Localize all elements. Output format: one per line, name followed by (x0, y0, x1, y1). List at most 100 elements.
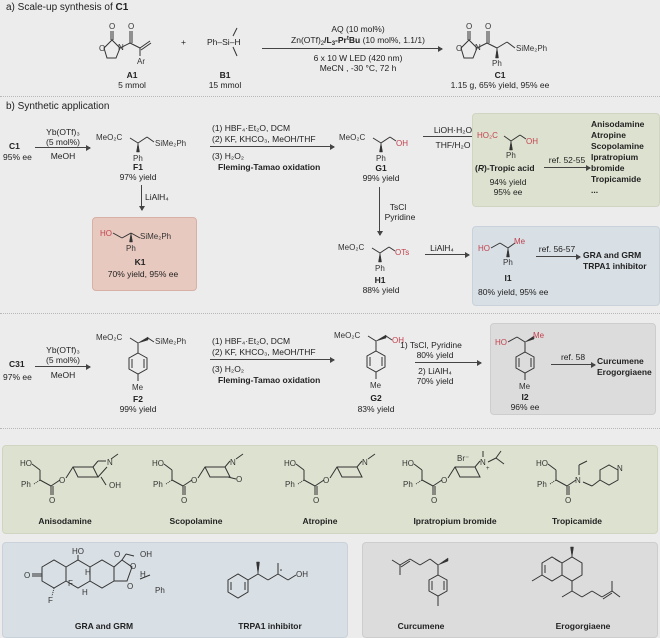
step3-reagent: LiOH·H₂O (433, 125, 473, 135)
svg-text:Me: Me (132, 383, 144, 392)
svg-text:Ph: Ph (133, 154, 143, 163)
svg-text:HO: HO (20, 459, 32, 468)
svg-text:SiMe₂Ph: SiMe₂Ph (155, 337, 186, 346)
target-item: Atropine (591, 130, 626, 140)
svg-text:OH: OH (396, 139, 408, 148)
f1-yield: 97% yield (119, 172, 157, 182)
svg-text:O: O (59, 476, 65, 485)
erogorgiaene-name: Erogorgiaene (555, 621, 611, 631)
step-h-reagent: TsCl (389, 202, 407, 212)
drug-name-tropicamide: Tropicamide (551, 516, 603, 526)
svg-text:OH: OH (392, 336, 404, 345)
i2-label: I2 (521, 392, 529, 402)
ft1-line1: (1) HBF₄·Et₂O, DCM (212, 123, 291, 133)
h1-yield: 88% yield (362, 285, 400, 295)
row2-step1-loading: (5 mol%) (45, 355, 81, 365)
step3-solvent: THF/H₂O (435, 140, 471, 150)
svg-text:SiMe₂Ph: SiMe₂Ph (516, 44, 547, 53)
condition-light: 6 x 10 W LED (420 nm) (313, 53, 403, 63)
target-item: bromide (591, 163, 625, 173)
svg-text:H: H (85, 568, 91, 577)
svg-text:OTs: OTs (395, 248, 409, 257)
gra-grm-name: GRA and GRM (74, 621, 134, 631)
drug-name-scopolamine: Scopolamine (169, 516, 223, 526)
step1-solvent: MeOH (50, 151, 76, 161)
svg-text:HO: HO (152, 459, 164, 468)
svg-text:O: O (99, 44, 105, 53)
molecule-g1: MeO₂C OH Ph (339, 133, 408, 163)
svg-text:N: N (362, 458, 368, 467)
c31-start-label: C31 (9, 359, 25, 369)
svg-text:Br⁻: Br⁻ (457, 454, 469, 463)
svg-text:O: O (485, 22, 491, 31)
targets-list-1: Anisodamine Atropine Scopolamine Ipratro… (591, 119, 644, 195)
row2-step3-line2: 80% yield (416, 350, 454, 360)
section-a-title: a) Scale-up synthesis of C1 (6, 2, 129, 13)
svg-text:O: O (130, 562, 136, 571)
arrow-tropic-targets (544, 164, 591, 171)
molecule-tropicamide: HO Ph O N N (536, 459, 623, 505)
svg-text:O: O (456, 44, 462, 53)
c1-start-ee: 95% ee (3, 152, 32, 162)
ft1-line2: (2) KF, KHCO₃, MeOH/THF (212, 134, 316, 144)
f1-label: F1 (133, 162, 143, 172)
g2-label: G2 (370, 393, 382, 403)
a1-label: A1 (126, 70, 138, 80)
g1-label: G1 (375, 163, 387, 173)
b1-amount: 15 mmol (208, 80, 242, 90)
plus-sign: + (181, 37, 186, 47)
ft1-name: Fleming-Tamao oxidation (218, 162, 321, 172)
svg-text:MeO₂C: MeO₂C (338, 243, 364, 252)
svg-text:Ph: Ph (376, 154, 386, 163)
ft2-line3: (3) H₂O₂ (212, 364, 245, 374)
svg-text:N: N (107, 458, 113, 467)
f2-label: F2 (133, 394, 143, 404)
f2-yield: 99% yield (119, 404, 157, 414)
ft1-line3: (3) H₂O₂ (212, 151, 245, 161)
c31-start-ee: 97% ee (3, 372, 32, 382)
row2-step3-line3: 2) LiAlH₄ (418, 366, 452, 376)
svg-text:HO: HO (72, 547, 84, 556)
arrow-c1-f1 (35, 144, 91, 151)
svg-text:Ph: Ph (537, 480, 547, 489)
k1-box (92, 217, 197, 291)
tropic-acid-yield: 94% yield (489, 177, 527, 187)
svg-text:SiMe₂Ph: SiMe₂Ph (140, 232, 171, 241)
svg-text:Ar: Ar (137, 57, 145, 66)
reaction-arrow-a (262, 45, 443, 52)
svg-text:O: O (191, 476, 197, 485)
arrow-i1-targets (536, 253, 581, 260)
g2-yield: 83% yield (357, 404, 395, 414)
tropic-acid-label: (R)-Tropic acid (475, 163, 535, 173)
drug-name-atropine: Atropine (302, 516, 338, 526)
svg-text:HO: HO (495, 338, 507, 347)
drug-name-anisodamine: Anisodamine (38, 516, 92, 526)
svg-text:HO: HO (536, 459, 548, 468)
svg-text:Ph: Ph (126, 244, 136, 253)
svg-text:HO: HO (402, 459, 414, 468)
ref-56-57: ref. 56-57 (538, 244, 576, 254)
svg-text:O: O (49, 496, 55, 505)
curcumene-name: Curcumene (397, 621, 445, 631)
svg-text:O: O (323, 476, 329, 485)
arrow-f1-k1 (138, 185, 145, 211)
target-item: Ipratropium (591, 152, 639, 162)
arrow-i2-targets (551, 361, 596, 368)
ref-58: ref. 58 (560, 352, 586, 362)
svg-text:O: O (24, 571, 30, 580)
target-item: Scopolamine (591, 141, 644, 151)
svg-text:Ph: Ph (155, 586, 165, 595)
svg-text:Ph: Ph (153, 480, 163, 489)
arrow-f1-g1 (210, 143, 335, 150)
svg-text:O: O (431, 496, 437, 505)
svg-text:OH: OH (109, 481, 121, 490)
target-item: Anisodamine (591, 119, 645, 129)
target-item: ... (591, 185, 599, 195)
step1-loading: (5 mol%) (45, 137, 81, 147)
svg-text:O: O (181, 496, 187, 505)
svg-text:O: O (128, 22, 134, 31)
svg-text:HO: HO (284, 459, 296, 468)
svg-text:HO: HO (100, 229, 112, 238)
molecule-trpa1-inhibitor: OH (227, 561, 308, 599)
